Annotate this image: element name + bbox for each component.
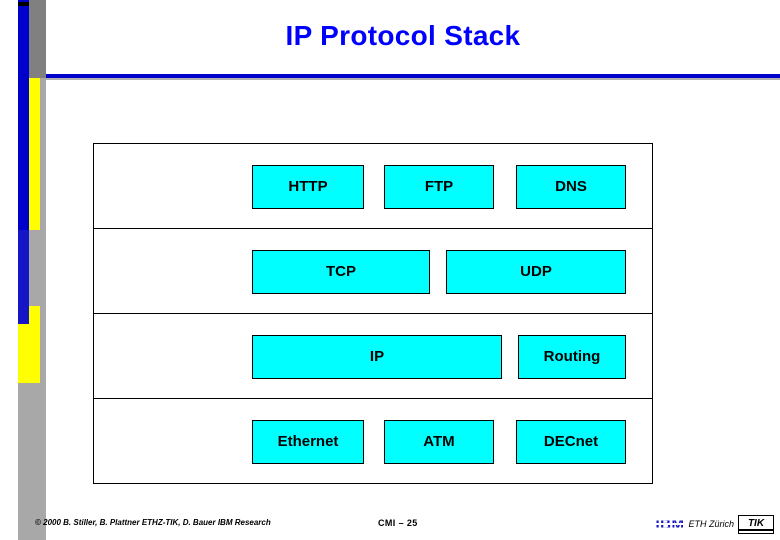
protocol-box-dns: DNS bbox=[516, 165, 626, 209]
protocol-box-tcp: TCP bbox=[252, 250, 430, 294]
protocol-box-ethernet: Ethernet bbox=[252, 420, 364, 464]
stack-layer-transport: TCP UDP bbox=[93, 228, 653, 314]
slide-footer: © 2000 B. Stiller, B. Plattner ETHZ-TIK,… bbox=[0, 510, 780, 540]
protocol-box-decnet: DECnet bbox=[516, 420, 626, 464]
stack-layer-application: HTTP FTP DNS bbox=[93, 143, 653, 229]
page-title: IP Protocol Stack bbox=[285, 20, 521, 51]
decoration-blue-lower bbox=[18, 230, 29, 324]
title-area: IP Protocol Stack bbox=[46, 0, 780, 76]
decoration-yellow-lower bbox=[18, 306, 40, 383]
protocol-box-atm: ATM bbox=[384, 420, 494, 464]
protocol-box-ip: IP bbox=[252, 335, 502, 379]
stack-layer-network: IP Routing bbox=[93, 313, 653, 399]
ibm-logo: IBM bbox=[655, 515, 685, 533]
footer-logos: IBM ETH Zürich TIK bbox=[655, 512, 774, 536]
protocol-box-ftp: FTP bbox=[384, 165, 494, 209]
protocol-box-udp: UDP bbox=[446, 250, 626, 294]
protocol-box-routing: Routing bbox=[518, 335, 626, 379]
decoration-gray-bottom bbox=[18, 383, 46, 540]
title-divider bbox=[46, 74, 780, 80]
decoration-blue-upper bbox=[18, 78, 29, 230]
footer-copyright: © 2000 B. Stiller, B. Plattner ETHZ-TIK,… bbox=[35, 518, 271, 527]
decoration-blue-top bbox=[18, 0, 29, 78]
ip-protocol-stack-diagram: HTTP FTP DNS TCP UDP IP Routing Ethernet… bbox=[93, 143, 653, 484]
eth-zurich-label: ETH Zürich bbox=[688, 519, 734, 529]
slide-decoration-sidebar bbox=[0, 0, 46, 540]
tik-logo: TIK bbox=[738, 514, 774, 534]
decoration-black-tick bbox=[18, 2, 29, 6]
footer-page-number: CMI – 25 bbox=[378, 518, 418, 528]
protocol-box-http: HTTP bbox=[252, 165, 364, 209]
stack-layer-link: Ethernet ATM DECnet bbox=[93, 398, 653, 484]
